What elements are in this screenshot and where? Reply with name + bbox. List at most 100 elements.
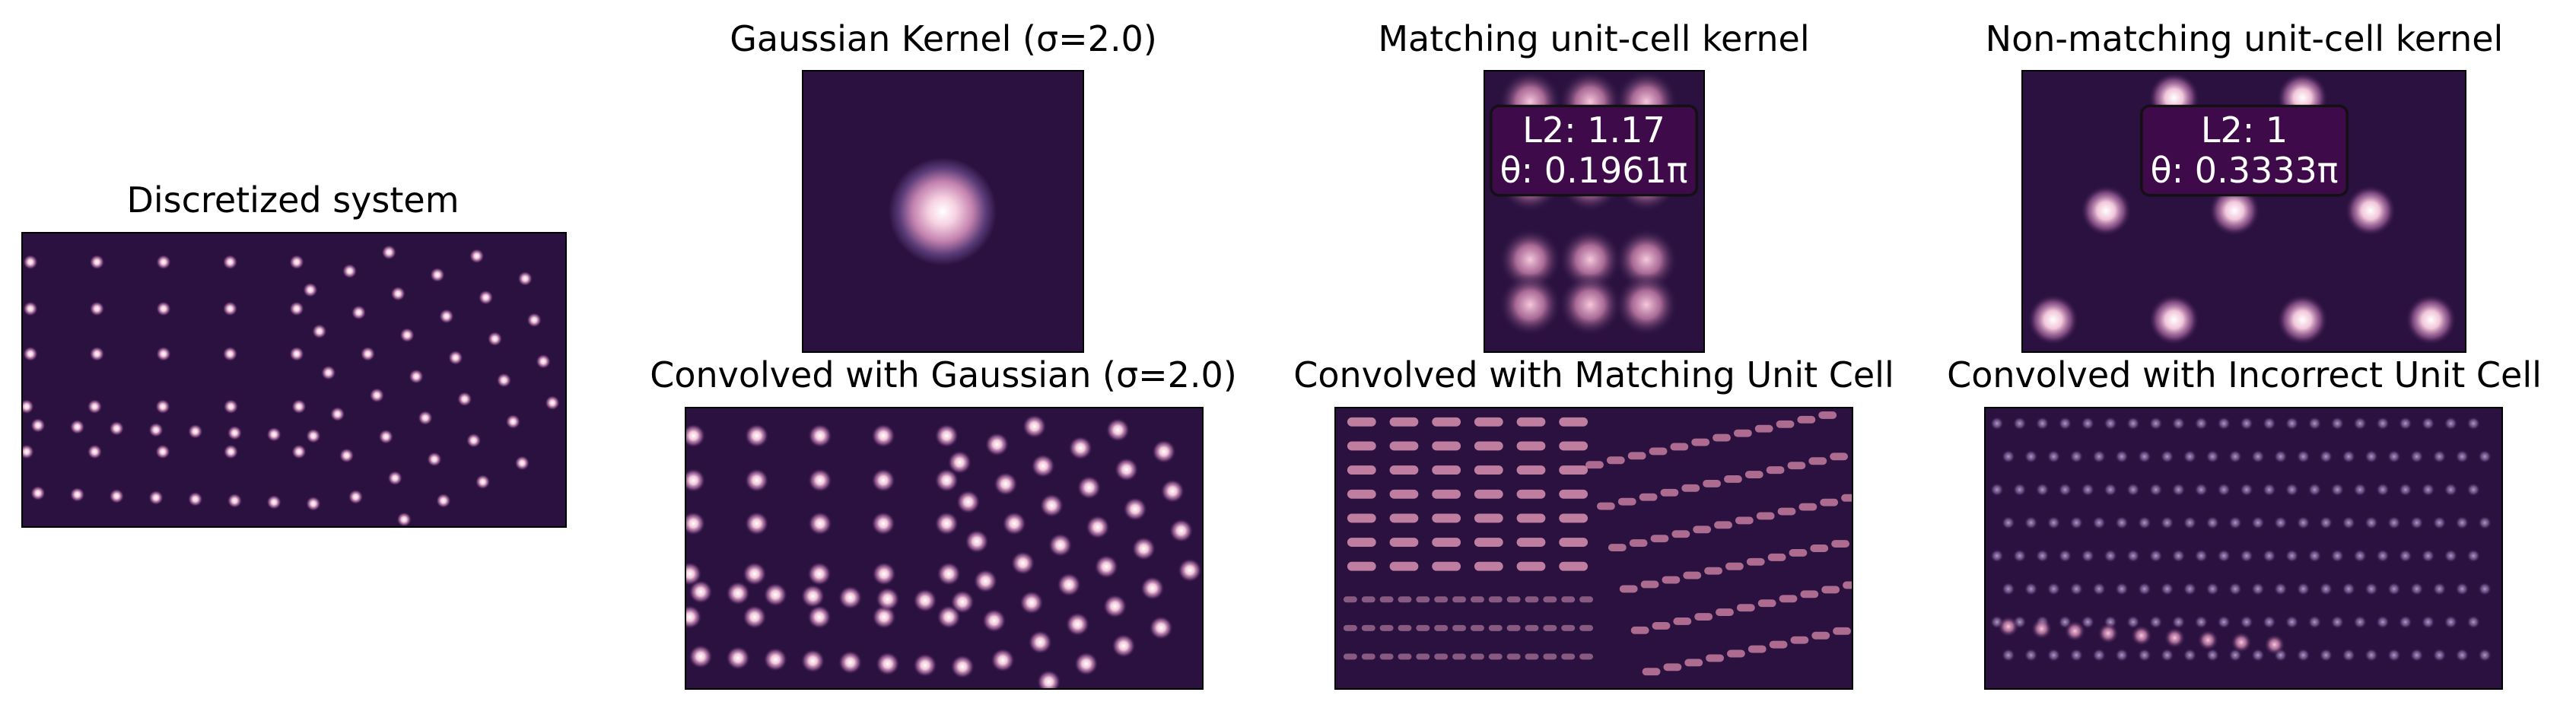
response-blob xyxy=(2058,416,2072,430)
response-streak xyxy=(1733,429,1752,437)
blurred-peak xyxy=(1010,551,1035,576)
response-blob xyxy=(2081,615,2095,629)
atom-point xyxy=(266,494,282,510)
response-blob xyxy=(2160,516,2174,530)
kernel-peak xyxy=(1614,273,1678,337)
response-streak xyxy=(1525,596,1539,603)
response-blob xyxy=(2273,516,2288,530)
atom-point xyxy=(351,305,367,320)
blurred-peak xyxy=(807,511,832,536)
atom-point xyxy=(545,395,561,411)
response-blob xyxy=(2421,615,2435,629)
response-blob xyxy=(2262,548,2276,563)
response-blob xyxy=(2148,548,2163,563)
response-blob xyxy=(2114,582,2129,596)
response-blob xyxy=(2409,582,2424,596)
atom-point xyxy=(496,373,512,388)
response-streak xyxy=(1434,653,1449,660)
response-streak xyxy=(1744,471,1763,478)
response-streak xyxy=(1841,494,1852,502)
response-streak xyxy=(1617,497,1636,506)
response-blob xyxy=(2455,516,2469,530)
response-streak xyxy=(1474,417,1503,427)
response-blob xyxy=(2228,449,2243,464)
response-streak xyxy=(1389,441,1419,451)
atom-point xyxy=(396,512,412,526)
blurred-peak xyxy=(1019,590,1044,615)
response-blob xyxy=(2126,615,2140,629)
response-blob xyxy=(2421,548,2435,563)
blurred-peak xyxy=(1131,536,1156,561)
blurred-peak xyxy=(934,468,959,493)
blurred-peak xyxy=(913,652,937,678)
response-streak xyxy=(1416,624,1430,631)
kernel-peak xyxy=(2148,294,2200,346)
response-streak xyxy=(1432,441,1461,451)
blurred-peak xyxy=(1048,532,1073,557)
blurred-peak xyxy=(1031,453,1055,478)
atom-point xyxy=(89,254,105,270)
response-streak xyxy=(1525,653,1539,660)
blurred-peak xyxy=(807,561,832,586)
response-streak xyxy=(1608,544,1627,551)
response-blob xyxy=(2126,416,2140,430)
response-blob xyxy=(2104,416,2117,430)
blurred-peak xyxy=(689,579,713,605)
response-blob xyxy=(2194,615,2209,629)
convolved-matching-image xyxy=(1334,407,1853,690)
response-streak xyxy=(1434,596,1449,603)
response-streak xyxy=(1831,540,1850,548)
atom-point xyxy=(399,327,415,343)
response-blob xyxy=(2001,582,2015,596)
atom-point xyxy=(89,346,105,362)
response-streak xyxy=(1559,465,1589,475)
response-streak xyxy=(1748,645,1767,653)
response-streak xyxy=(1766,466,1785,475)
blurred-peak xyxy=(875,586,900,611)
response-blob xyxy=(2240,615,2253,629)
nonmatching-theta-label: θ: 0.3333π xyxy=(2150,149,2339,191)
atom-point xyxy=(339,448,355,463)
response-blob xyxy=(2092,648,2107,662)
response-blob xyxy=(2081,482,2095,497)
blurred-peak xyxy=(686,468,706,493)
blurred-peak xyxy=(913,588,937,613)
response-streak xyxy=(1470,596,1484,603)
response-streak xyxy=(1736,604,1755,612)
atom-point xyxy=(156,254,171,270)
response-streak xyxy=(1818,411,1837,419)
response-blob xyxy=(2092,582,2107,596)
response-blob xyxy=(2160,582,2174,596)
response-blob xyxy=(2387,648,2401,662)
response-blob xyxy=(2375,615,2390,629)
response-blob xyxy=(2081,416,2095,430)
response-blob xyxy=(2342,449,2356,464)
response-streak xyxy=(1452,596,1466,603)
response-streak xyxy=(1488,653,1503,660)
response-streak xyxy=(1757,599,1776,608)
atom-point xyxy=(438,308,454,324)
response-blob xyxy=(2130,624,2152,646)
response-streak xyxy=(1343,653,1357,660)
response-blob xyxy=(2375,482,2390,497)
response-blob xyxy=(2421,416,2435,430)
response-streak xyxy=(1777,507,1796,516)
response-blob xyxy=(2478,516,2492,530)
response-streak xyxy=(1746,557,1765,566)
response-streak xyxy=(1579,596,1594,603)
response-streak xyxy=(1662,576,1681,584)
response-streak xyxy=(1670,443,1689,451)
response-streak xyxy=(1416,596,1430,603)
response-streak xyxy=(1703,479,1722,487)
response-blob xyxy=(2398,615,2412,629)
response-streak xyxy=(1652,621,1671,630)
response-blob xyxy=(2217,416,2231,430)
blurred-peak xyxy=(1151,439,1176,464)
response-blob xyxy=(2171,615,2186,629)
response-streak xyxy=(1389,417,1419,427)
response-blob xyxy=(2296,648,2310,662)
atom-point xyxy=(69,487,85,503)
response-blob xyxy=(2092,449,2107,464)
atom-point xyxy=(320,365,336,380)
response-blob xyxy=(2319,648,2333,662)
